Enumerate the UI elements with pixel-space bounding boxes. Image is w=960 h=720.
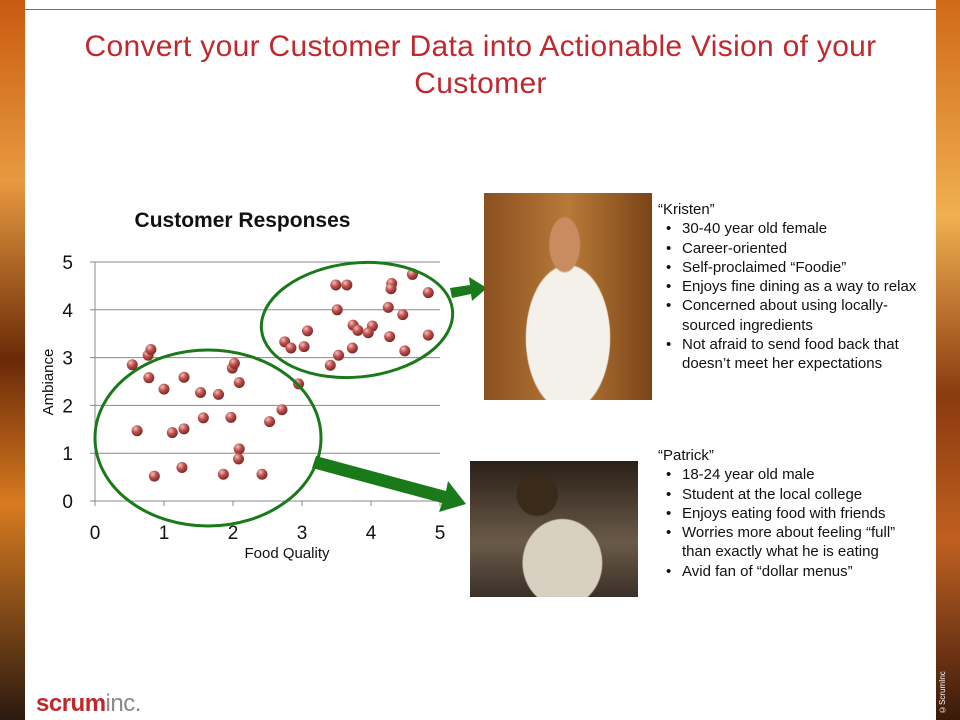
data-point xyxy=(225,411,237,423)
data-point xyxy=(233,453,245,465)
slide-title: Convert your Customer Data into Actionab… xyxy=(84,30,877,100)
data-point xyxy=(228,357,240,369)
top-divider xyxy=(25,9,936,10)
data-point xyxy=(158,383,170,395)
data-point xyxy=(148,470,160,482)
data-point xyxy=(422,287,434,299)
persona-trait: Avid fan of “dollar menus” xyxy=(658,562,913,582)
y-tick-label: 0 xyxy=(62,492,73,513)
data-point xyxy=(176,462,188,474)
data-point xyxy=(276,404,288,416)
persona-trait: Concerned about using locally-sourced in… xyxy=(658,296,918,335)
persona-trait: Worries more about feeling “full” than e… xyxy=(658,523,913,562)
kristen-photo xyxy=(484,193,652,400)
x-tick-label: 5 xyxy=(435,523,446,544)
y-tick-label: 1 xyxy=(62,444,73,465)
data-point xyxy=(233,376,245,388)
data-point xyxy=(126,359,138,371)
x-tick-label: 2 xyxy=(228,523,239,544)
persona-patrick: “Patrick” 18-24 year old male Student at… xyxy=(658,446,913,581)
data-point xyxy=(178,423,190,435)
data-point xyxy=(352,324,364,336)
y-axis-label: Ambiance xyxy=(40,349,57,416)
data-point xyxy=(264,416,276,428)
patrick-photo xyxy=(470,461,638,597)
data-point xyxy=(333,349,345,361)
arrow-to-patrick xyxy=(312,456,466,512)
data-point xyxy=(330,279,342,291)
data-point xyxy=(131,425,143,437)
chart-title: Customer Responses xyxy=(134,209,351,232)
persona-name: “Patrick” xyxy=(658,447,714,464)
data-point xyxy=(197,412,209,424)
persona-name: “Kristen” xyxy=(658,201,715,218)
x-tick-label: 0 xyxy=(90,523,101,544)
persona-trait: Student at the local college xyxy=(658,485,913,505)
arrow-to-kristen xyxy=(450,277,487,301)
data-point xyxy=(324,359,336,371)
persona-trait: Enjoys fine dining as a way to relax xyxy=(658,277,918,297)
data-point xyxy=(145,343,157,355)
data-point xyxy=(217,468,229,480)
data-point xyxy=(256,468,268,480)
persona-trait: Self-proclaimed “Foodie” xyxy=(658,258,918,278)
data-point xyxy=(285,342,297,354)
y-tick-label: 2 xyxy=(62,396,73,417)
data-point xyxy=(341,279,353,291)
persona-trait: 18-24 year old male xyxy=(658,465,913,485)
data-point xyxy=(399,345,411,357)
data-point xyxy=(166,427,178,439)
data-point xyxy=(298,341,310,353)
y-tick-label: 3 xyxy=(62,349,73,370)
persona-trait: Career-oriented xyxy=(658,239,918,259)
persona-trait: 30-40 year old female xyxy=(658,219,918,239)
cluster-ellipse-patrick xyxy=(93,348,323,528)
persona-trait: Not afraid to send food back that doesn’… xyxy=(658,335,918,374)
scruminc-logo: scruminc. xyxy=(36,690,141,717)
data-point xyxy=(385,283,397,295)
data-point xyxy=(195,386,207,398)
y-tick-label: 5 xyxy=(62,253,73,274)
persona-trait: Enjoys eating food with friends xyxy=(658,504,913,524)
data-point xyxy=(302,325,314,337)
data-point xyxy=(397,309,409,321)
data-point xyxy=(331,304,343,316)
y-tick-label: 4 xyxy=(62,301,73,322)
x-tick-label: 4 xyxy=(366,523,377,544)
data-point xyxy=(346,342,358,354)
data-point xyxy=(178,371,190,383)
cluster-ellipse-kristen xyxy=(259,260,455,380)
data-point xyxy=(422,329,434,341)
x-tick-label: 1 xyxy=(159,523,170,544)
data-point xyxy=(143,372,155,384)
persona-kristen: “Kristen” 30-40 year old female Career-o… xyxy=(658,200,918,374)
copyright-notice: ©ScrumInc xyxy=(938,671,947,715)
x-axis-label: Food Quality xyxy=(244,545,330,562)
data-point xyxy=(382,301,394,313)
data-point xyxy=(213,388,225,400)
x-tick-label: 3 xyxy=(297,523,308,544)
left-decorative-strip xyxy=(0,0,25,720)
data-point xyxy=(384,331,396,343)
right-decorative-strip xyxy=(936,0,960,720)
data-point xyxy=(362,327,374,339)
data-point xyxy=(233,443,245,455)
